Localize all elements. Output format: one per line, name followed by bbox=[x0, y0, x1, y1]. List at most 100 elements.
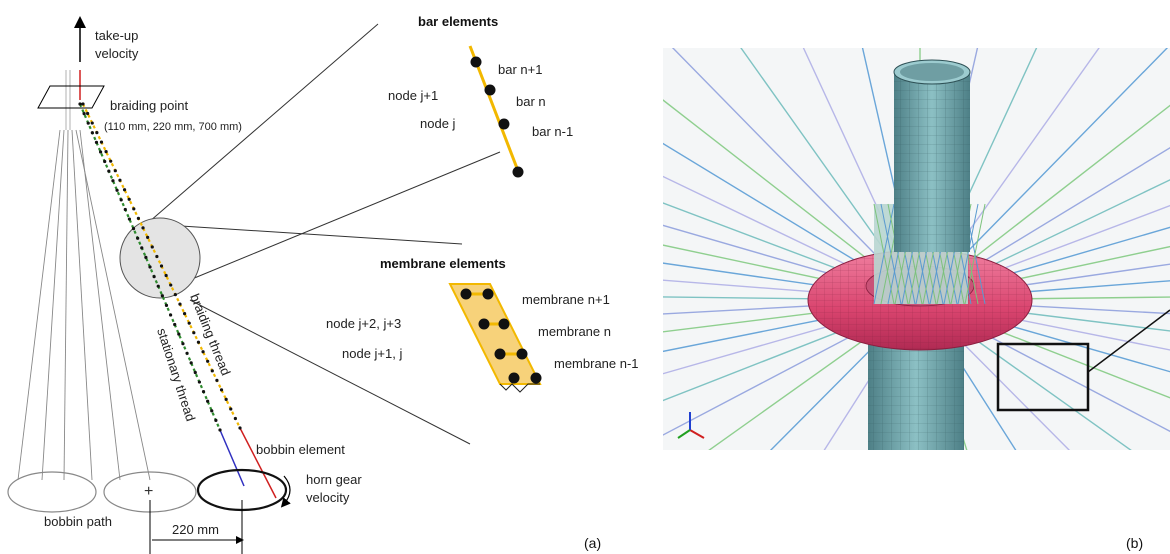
stationary-thread bbox=[78, 103, 245, 487]
thread-node bbox=[233, 416, 237, 421]
thread-node bbox=[127, 197, 131, 201]
thread-node bbox=[99, 140, 104, 144]
thread-node bbox=[218, 428, 222, 432]
thread-node bbox=[169, 283, 173, 287]
zoom-circle bbox=[119, 217, 201, 299]
thread-node bbox=[95, 130, 99, 135]
thread-node bbox=[201, 390, 206, 394]
thread-node bbox=[159, 264, 164, 268]
panel-a-tag: (a) bbox=[584, 535, 601, 551]
thread-node bbox=[115, 188, 119, 192]
bobbin-path-ellipses bbox=[7, 471, 197, 513]
thread-node bbox=[156, 284, 160, 288]
simulation-render bbox=[663, 48, 1170, 450]
thread-node bbox=[122, 188, 127, 192]
center-cross: + bbox=[144, 483, 153, 500]
horn-gear-label-1: horn gear bbox=[306, 472, 362, 487]
mandrel-upper bbox=[893, 59, 971, 252]
braiding-point-label: braiding point bbox=[110, 98, 188, 113]
zoom-box-leader bbox=[1087, 309, 1170, 373]
thread-node bbox=[160, 294, 164, 298]
membrane-node bbox=[460, 288, 472, 300]
take-up-label-1: take-up bbox=[95, 28, 138, 43]
dimension-220mm bbox=[149, 500, 244, 554]
thread-node bbox=[206, 399, 210, 403]
panel-a: take-up velocity braiding point (110 mm,… bbox=[7, 14, 639, 554]
braiding-point-sizes: (110 mm, 220 mm, 700 mm) bbox=[104, 121, 242, 133]
thread-node bbox=[173, 322, 177, 327]
thread-node bbox=[90, 121, 94, 125]
thread-node bbox=[193, 370, 197, 375]
bobbin-path-label: bobbin path bbox=[44, 514, 112, 529]
thread-node bbox=[229, 407, 233, 411]
thread-node bbox=[136, 216, 141, 220]
thread-node bbox=[177, 332, 181, 336]
thread-node bbox=[215, 378, 219, 382]
thread-node bbox=[90, 131, 94, 135]
membrane-node-upper: node j+2, j+3 bbox=[326, 316, 401, 331]
thread-node bbox=[173, 292, 177, 297]
zoom-lines bbox=[141, 23, 501, 445]
panel-b-tag: (b) bbox=[1126, 535, 1143, 551]
thread-node bbox=[113, 169, 117, 173]
thread-node bbox=[214, 418, 218, 423]
dimension-label: 220 mm bbox=[172, 522, 219, 537]
thread-node bbox=[86, 121, 90, 125]
thread-node bbox=[219, 388, 224, 392]
bar-node bbox=[498, 118, 510, 130]
thread-node bbox=[164, 303, 169, 307]
axes-triad-icon bbox=[677, 412, 705, 439]
thread-node bbox=[178, 302, 182, 306]
thread-node bbox=[136, 236, 140, 240]
bar-label-n-minus-1: bar n-1 bbox=[532, 124, 573, 139]
bar-label-n: bar n bbox=[516, 94, 546, 109]
thread-node bbox=[127, 217, 132, 221]
thread-node bbox=[150, 245, 154, 249]
membrane-node bbox=[478, 318, 490, 330]
bar-label-n-plus-1: bar n+1 bbox=[498, 62, 542, 77]
membrane-node bbox=[498, 318, 510, 330]
membrane-node-lower: node j+1, j bbox=[342, 346, 402, 361]
thread-node bbox=[164, 273, 168, 278]
thread-node bbox=[192, 331, 196, 335]
thread-node bbox=[185, 351, 189, 355]
membrane-node bbox=[530, 372, 542, 384]
membrane-label-n: membrane n bbox=[538, 324, 611, 339]
bar-node-lower: node j bbox=[420, 116, 456, 131]
thread-node bbox=[148, 265, 152, 269]
bar-nodes bbox=[470, 56, 524, 178]
thread-node bbox=[86, 111, 90, 116]
membrane-elements-header: membrane elements bbox=[380, 256, 506, 271]
thread-node bbox=[141, 226, 145, 230]
horn-gear-label-2: velocity bbox=[306, 490, 350, 505]
take-up-label-2: velocity bbox=[95, 46, 139, 61]
thread-node bbox=[238, 426, 242, 430]
membrane-node bbox=[482, 288, 494, 300]
membrane-label-n-minus-1: membrane n-1 bbox=[554, 356, 639, 371]
thread-node bbox=[189, 361, 193, 365]
membrane-node bbox=[494, 348, 506, 360]
thread-node bbox=[187, 321, 191, 325]
thread-node bbox=[140, 246, 144, 250]
bar-elements-header: bar elements bbox=[418, 14, 498, 29]
thread-node bbox=[132, 207, 136, 211]
membrane-node bbox=[508, 372, 520, 384]
thread-node bbox=[206, 359, 210, 363]
bar-node-upper: node j+1 bbox=[388, 88, 438, 103]
stationary-thread-label: stationary thread bbox=[154, 326, 198, 423]
thread-node bbox=[210, 369, 214, 373]
thread-node bbox=[94, 140, 99, 144]
thread-node bbox=[131, 227, 136, 231]
thread-node bbox=[155, 254, 159, 259]
thread-node bbox=[118, 178, 122, 182]
thread-node bbox=[104, 150, 108, 154]
thread-node bbox=[197, 380, 202, 384]
bar-node bbox=[470, 56, 482, 68]
thread-node bbox=[224, 397, 228, 402]
thread-node bbox=[146, 235, 150, 240]
thread-node bbox=[111, 179, 115, 183]
membrane-nodes bbox=[460, 288, 542, 384]
membrane-node bbox=[516, 348, 528, 360]
bar-element-line bbox=[468, 45, 522, 177]
